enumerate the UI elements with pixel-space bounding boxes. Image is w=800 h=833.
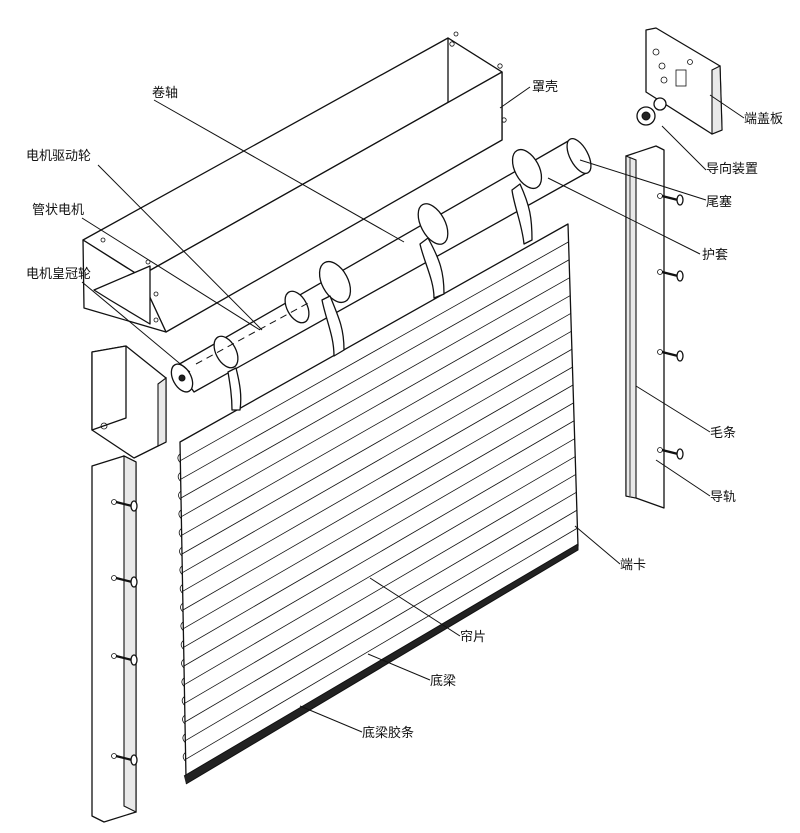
slat-end-clip [182,733,186,743]
slat-joint [181,295,571,518]
slat-joint [185,527,578,760]
curtain-slats [177,241,578,762]
slat-joint [183,402,574,630]
rail-bolt [111,575,138,588]
leader-lines [81,86,745,733]
left-end-cover [91,345,167,459]
labels: 罩壳 卷轴 电机驱动轮 管状电机 电机皇冠轮 端盖板 导向装置 尾塞 护套 毛条… [26,80,783,741]
rail-bolt [657,349,684,362]
right-rail-bolts [657,193,684,460]
slat-end-clip [181,658,185,669]
left-guide-rail [91,455,138,823]
label-motor-drive-wheel: 电机驱动轮 [26,149,91,164]
slat-end-clip [178,490,182,501]
label-sleeve: 护套 [702,247,728,263]
label-brush-strip: 毛条 [710,425,736,441]
slat-end-clip [180,602,184,613]
slat-end-clip [179,584,183,594]
slat-joint [180,241,569,462]
slat-end-clip [180,621,184,631]
slat-joint [184,491,577,723]
slat-end-clip [179,565,183,575]
rail-bolt [111,499,138,512]
slat-end-clip [179,546,183,557]
slat-joint [183,420,575,648]
slat-end-clip [182,714,186,725]
roller-shaft [170,138,592,411]
slat-end-clip [177,472,181,482]
left-rail-bolts [111,499,138,766]
rail-bolt [111,753,138,766]
guide-device [636,97,667,126]
shaft-rings [213,148,543,369]
slat-joint [182,348,573,574]
label-motor-crown-wheel: 电机皇冠轮 [26,267,91,282]
right-guide-rail [625,145,684,509]
curtain [177,223,579,785]
label-roller-shaft: 卷轴 [152,85,178,101]
label-tail-plug: 尾塞 [706,194,732,210]
label-curtain-slat: 帘片 [460,629,486,645]
slat-end-clip [180,640,184,650]
label-shell: 罩壳 [532,80,558,95]
label-tubular-motor: 管状电机 [32,203,84,218]
slat-joint [181,330,572,555]
rail-bolt [111,653,138,666]
rail-bolt [657,193,684,206]
slat-joint [182,366,573,592]
slat-joint [181,313,571,536]
slat-joint [184,474,576,704]
end-cover-plate [636,27,723,135]
slat-joint [182,384,574,611]
bottom-beam-rubber [183,543,579,785]
slat-joint [180,259,570,480]
slat-end-clip [181,696,185,706]
shell-housing [82,31,507,333]
label-guide-device: 导向装置 [706,161,758,177]
rail-bolt [657,447,684,460]
slat-end-clip [181,677,185,687]
slat-joint [180,277,570,499]
slat-end-clip [178,528,182,538]
slat-joint [183,438,575,667]
slat-end-clip [182,752,186,762]
label-end-cover-plate: 端盖板 [744,112,783,127]
slat-joint [185,509,578,742]
label-bottom-beam: 底梁 [430,673,456,689]
slat-joint [184,456,576,686]
slat-end-clip [177,453,181,463]
label-guide-rail: 导轨 [710,490,736,505]
rail-bolt [657,269,684,282]
slat-end-clip [178,509,182,519]
label-end-clip: 端卡 [620,558,646,573]
label-bottom-beam-rubber: 底梁胶条 [362,725,414,741]
